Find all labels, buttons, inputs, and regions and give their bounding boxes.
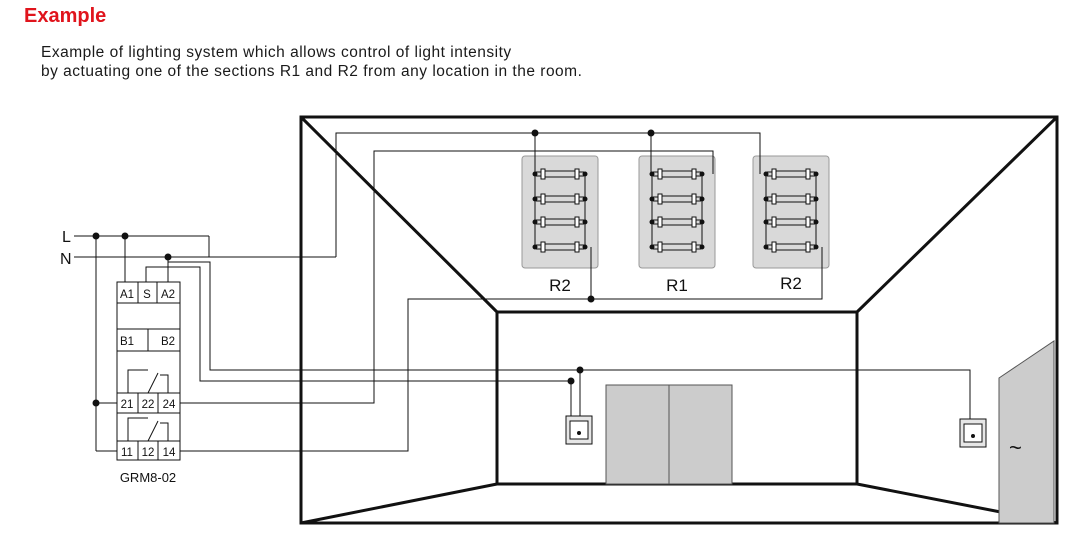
door-symbol: ~ [1009, 435, 1022, 460]
terminal-a2: A2 [161, 289, 175, 301]
relay-module [116, 281, 181, 461]
terminal-a1: A1 [120, 289, 134, 301]
terminal-b2: B2 [161, 336, 175, 348]
description-line-2: by actuating one of the sections R1 and … [41, 63, 583, 80]
neutral-label: N [60, 251, 72, 268]
fixture-right [753, 156, 829, 268]
terminal-11: 11 [121, 447, 133, 459]
live-label: L [62, 229, 71, 246]
pushbutton-back-wall [565, 415, 593, 445]
terminal-21: 21 [121, 399, 134, 411]
terminal-b1: B1 [120, 336, 134, 348]
terminal-12: 12 [142, 447, 155, 459]
side-door [998, 340, 1055, 524]
junction-dots [92, 129, 655, 407]
relay-model-label: GRM8-02 [120, 470, 176, 485]
fixture-left [522, 156, 598, 268]
terminal-s: S [143, 289, 151, 301]
relay-terminal-labels: A1 S A2 B1 B2 21 22 24 11 12 14 [120, 289, 176, 459]
page-title: Example [24, 5, 107, 27]
description-line-1: Example of lighting system which allows … [41, 44, 512, 61]
section-label-center: R1 [666, 276, 688, 295]
room-outline [299, 115, 1059, 525]
terminal-24: 24 [163, 399, 176, 411]
section-label-left: R2 [549, 276, 571, 295]
terminal-14: 14 [163, 447, 176, 459]
fixture-center [639, 156, 715, 268]
section-label-right: R2 [780, 274, 802, 293]
pushbutton-side-wall [959, 418, 987, 448]
terminal-22: 22 [142, 399, 155, 411]
wiring [74, 132, 971, 452]
back-door [605, 384, 733, 485]
description: Example of lighting system which allows … [41, 43, 582, 81]
